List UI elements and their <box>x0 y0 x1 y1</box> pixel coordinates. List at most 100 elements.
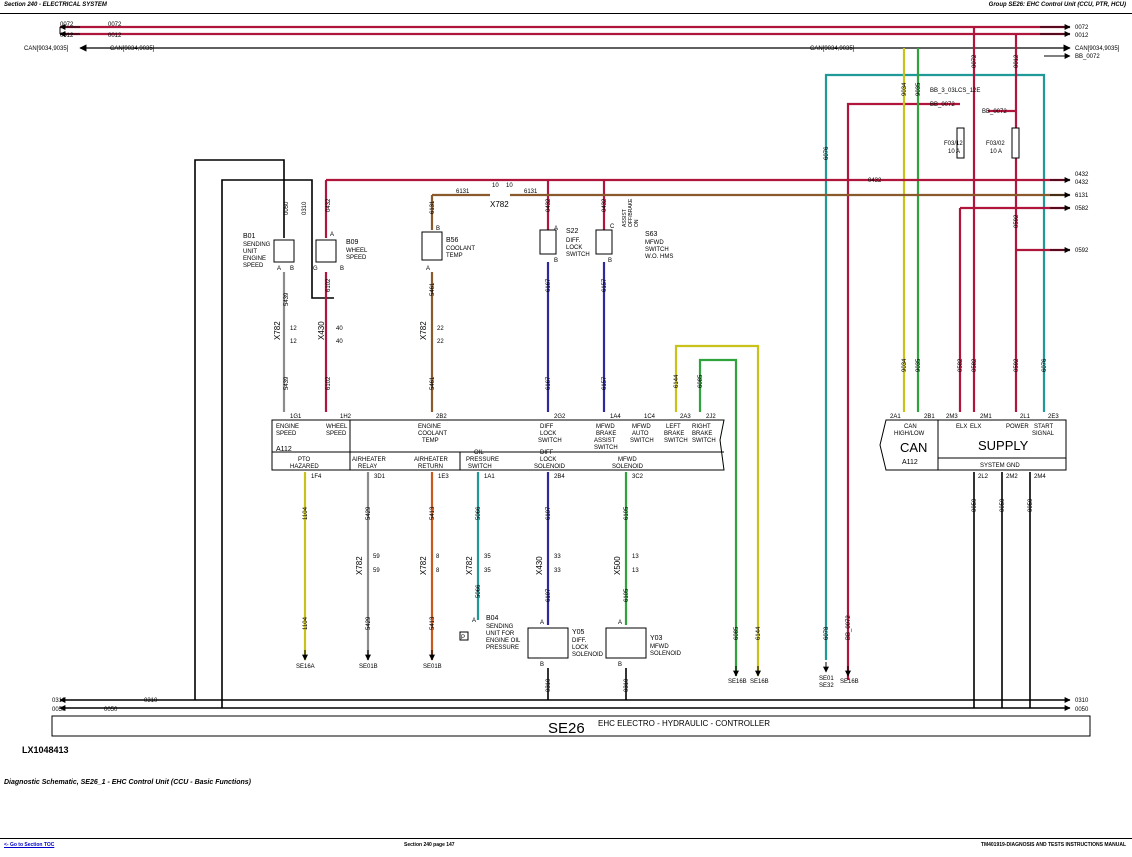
wire-label-6157-b: 6157 <box>602 376 608 390</box>
wire-label-9035-bottom: 9035 <box>916 358 922 372</box>
wire-label-6131-left: 6131 <box>456 189 470 195</box>
wire-label-bb0072-bottom: BB_0072 <box>846 615 852 640</box>
bus-label-bb-lcs: BB_3_03LCS_12E <box>930 88 980 94</box>
wire-label-6157-a: 6157 <box>602 278 608 292</box>
bus-label-0012-left: 0012 <box>60 33 74 39</box>
ecu-mfwd-sw-4: SWITCH <box>594 445 618 451</box>
ecu-diff-sw-3: SWITCH <box>538 438 562 444</box>
ecu-power: POWER <box>1006 424 1029 430</box>
b01-id: B01 <box>243 233 256 240</box>
y05-l1: DIFF. <box>572 638 587 644</box>
wire-label-5066-b: 5066 <box>476 584 482 598</box>
ecu-pin-1a4: 1A4 <box>610 414 621 420</box>
bus-label-0012-left2: 0012 <box>108 33 122 39</box>
ref-se32: SE32 <box>819 683 834 689</box>
conn-x430-b: X430 <box>535 556 544 575</box>
b04-l1: SENDING <box>486 624 514 630</box>
pin-35-b: 35 <box>484 568 491 574</box>
wire-label-0310: 0310 <box>302 201 308 215</box>
ecu-id-right: A112 <box>902 459 918 466</box>
pin-s63-c: C <box>610 224 615 230</box>
fuse-f0312-icon <box>956 127 965 159</box>
pin-10-b: 10 <box>506 183 513 189</box>
pin-y05-b: B <box>540 662 544 668</box>
wire-label-0432-mid: 0432 <box>868 178 882 184</box>
ecu-diff-sw-1: DIFF <box>540 424 554 430</box>
bus-label-can-right: CAN[9034,9035] <box>1075 46 1120 52</box>
ecu-mfwd-sw-3: ASSIST <box>594 438 616 444</box>
ecu-mfwd-sw-1: MFWD <box>596 424 615 430</box>
ecu-pin-2m4: 2M4 <box>1034 474 1046 480</box>
bus-label-0012-right: 0012 <box>1075 33 1089 39</box>
pin-b04-a: A <box>472 618 476 624</box>
ecu-diff-sol-1: DIFF <box>540 450 554 456</box>
ecu-mfwd-sol-2: SOLENOID <box>612 464 644 470</box>
y03-id: Y03 <box>650 635 663 642</box>
b01-l2: UNIT <box>243 249 257 255</box>
ecu-airheater-return-2: RETURN <box>418 464 443 470</box>
wire-label-5461-b: 5461 <box>430 376 436 390</box>
s63-side2: OFF/BRAKE <box>628 198 634 227</box>
ref-se16a: SE16A <box>296 664 315 670</box>
s22-l3: SWITCH <box>566 252 590 258</box>
ref-se16b-a: SE16B <box>728 679 747 685</box>
b04-l4: PRESSURE <box>486 645 519 651</box>
ecu-diff-sol-2: LOCK <box>540 457 556 463</box>
ecu-can-hl-2: HIGH/LOW <box>894 431 925 437</box>
conn-x782-a: X782 <box>273 321 282 340</box>
wire-label-0592-a: 0592 <box>1014 214 1020 228</box>
pin-b01-b: B <box>290 266 294 272</box>
pin-s22-a: A <box>554 226 558 232</box>
wire-label-6102-a: 6102 <box>326 278 332 292</box>
wire-label-5413-b: 5413 <box>430 616 436 630</box>
wire-label-6076-top: 6076 <box>824 146 830 160</box>
bus-label-0310-mid: 0310 <box>144 698 158 704</box>
b56-l2: TEMP <box>446 253 463 259</box>
wire-label-0310-y05: 0310 <box>546 678 552 692</box>
pin-35-a: 35 <box>484 554 491 560</box>
wire-label-0432-s63: 0432 <box>602 198 608 212</box>
ecu-left-brake-2: BRAKE <box>664 431 684 437</box>
wire-label-6131-mid: 6131 <box>524 189 538 195</box>
pin-8-b: 8 <box>436 568 440 574</box>
wire-label-5439-a: 5439 <box>284 292 290 306</box>
wire-label-5461-a: 5461 <box>430 282 436 296</box>
wire-label-6105-b: 6105 <box>624 588 630 602</box>
component-shapes <box>51 127 1091 737</box>
bus-label-0310-left: 0310 <box>52 698 66 704</box>
se26-code: SE26 <box>548 720 585 737</box>
wire-label-6144-bottom: 6144 <box>756 626 762 640</box>
wire-label-0310-y03: 0310 <box>624 678 630 692</box>
pin-33-a: 33 <box>554 554 561 560</box>
wire-label-5413-a: 5413 <box>430 506 436 520</box>
pin-10-a: 10 <box>492 183 499 189</box>
pin-33-b: 33 <box>554 568 561 574</box>
b04-l2: UNIT FOR <box>486 631 515 637</box>
ecu-pin-1g1: 1G1 <box>290 414 302 420</box>
ecu-pin-1e3: 1E3 <box>438 474 449 480</box>
ecu-wheel-speed-2: SPEED <box>326 431 347 437</box>
wire-label-6144-top: 6144 <box>674 374 680 388</box>
conn-x782-top: X782 <box>490 200 509 209</box>
wire-label-6107-b: 6107 <box>546 588 552 602</box>
toc-link[interactable]: <- Go to Section TOC <box>4 842 55 848</box>
pin-b09-a: A <box>330 232 334 238</box>
ecu-system-gnd: SYSTEM GND <box>980 463 1020 469</box>
page-header-group: Group SE26: EHC Control Unit (CCU, PTR, … <box>988 2 1126 8</box>
bus-label-0072-left: 0072 <box>60 22 74 28</box>
ecu-oil-2: PRESSURE <box>466 457 499 463</box>
s22-l2: LOCK <box>566 245 582 251</box>
page-number: Section 240 page 147 <box>404 842 455 848</box>
ecu-left-brake-3: SWITCH <box>664 438 688 444</box>
pin-40-b: 40 <box>336 339 343 345</box>
conn-x500: X500 <box>613 556 622 575</box>
wire-label-5429-a: 5429 <box>366 506 372 520</box>
ecu-dividers <box>272 420 1066 470</box>
ecu-oil-3: SWITCH <box>468 464 492 470</box>
ecu-right-brake-1: RIGHT <box>692 424 711 430</box>
wire-label-6167-a: 6167 <box>546 278 552 292</box>
wire-label-0432-b09: 0432 <box>326 198 332 212</box>
wire-label-6102-b: 6102 <box>326 376 332 390</box>
bus-label-can-mid: CAN[9034,9035] <box>810 46 855 52</box>
pin-12-b: 12 <box>290 339 297 345</box>
